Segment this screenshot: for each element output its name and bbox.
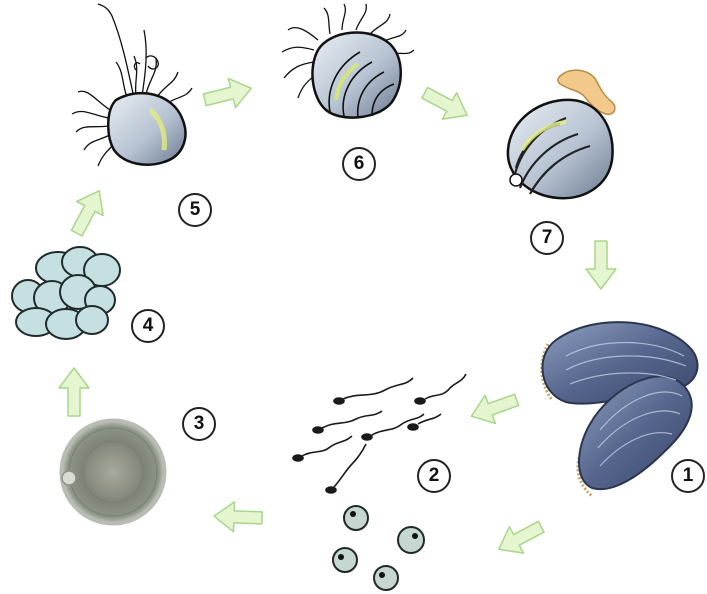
juvenile-mussel-icon <box>508 70 615 198</box>
trochophore-larva-icon <box>72 4 192 166</box>
arrow-2-to-3 <box>213 501 262 533</box>
arrow-1-to-2-sperm <box>466 386 521 431</box>
arrow-7-to-1 <box>586 241 616 289</box>
arrow-4-to-5 <box>63 184 112 240</box>
stage-label-1: 1 <box>671 459 705 493</box>
fertilized-egg-icon <box>61 420 165 524</box>
stage-label-7: 7 <box>530 221 564 255</box>
arrow-3-to-4 <box>59 368 89 416</box>
cell-cluster-icon <box>12 247 120 339</box>
arrow-1-to-2-eggs <box>492 513 548 562</box>
arrow-5-to-6 <box>201 74 255 115</box>
stage-label-4: 4 <box>131 309 165 343</box>
stage-label-3: 3 <box>182 407 216 441</box>
stage-label-6: 6 <box>342 147 376 181</box>
stage-label-5: 5 <box>178 193 212 227</box>
eggs-icon <box>333 506 424 590</box>
arrow-6-to-7 <box>418 79 474 128</box>
veliger-larva-icon <box>282 4 414 118</box>
stage-label-2: 2 <box>417 459 451 493</box>
